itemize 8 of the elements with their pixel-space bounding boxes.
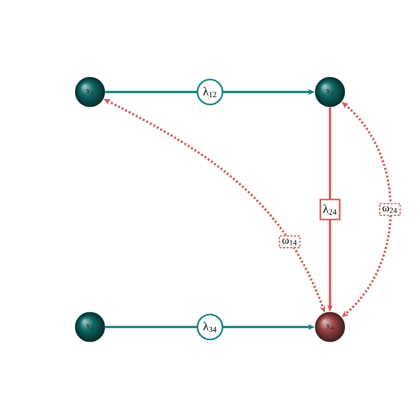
sphere-node: x$_{2}$ [315, 77, 345, 107]
edge-label: λ$_{24}$ [320, 198, 340, 220]
edge-label: ω$_{14}$ [278, 235, 301, 248]
edge-label: ω$_{24}$ [379, 202, 401, 216]
sphere-node: x$_{4}$ [315, 312, 345, 342]
edge-label: λ$_{34}$ [196, 314, 224, 340]
sphere-node: x$_{3}$ [75, 312, 105, 342]
edge-label: λ$_{12}$ [196, 78, 224, 106]
